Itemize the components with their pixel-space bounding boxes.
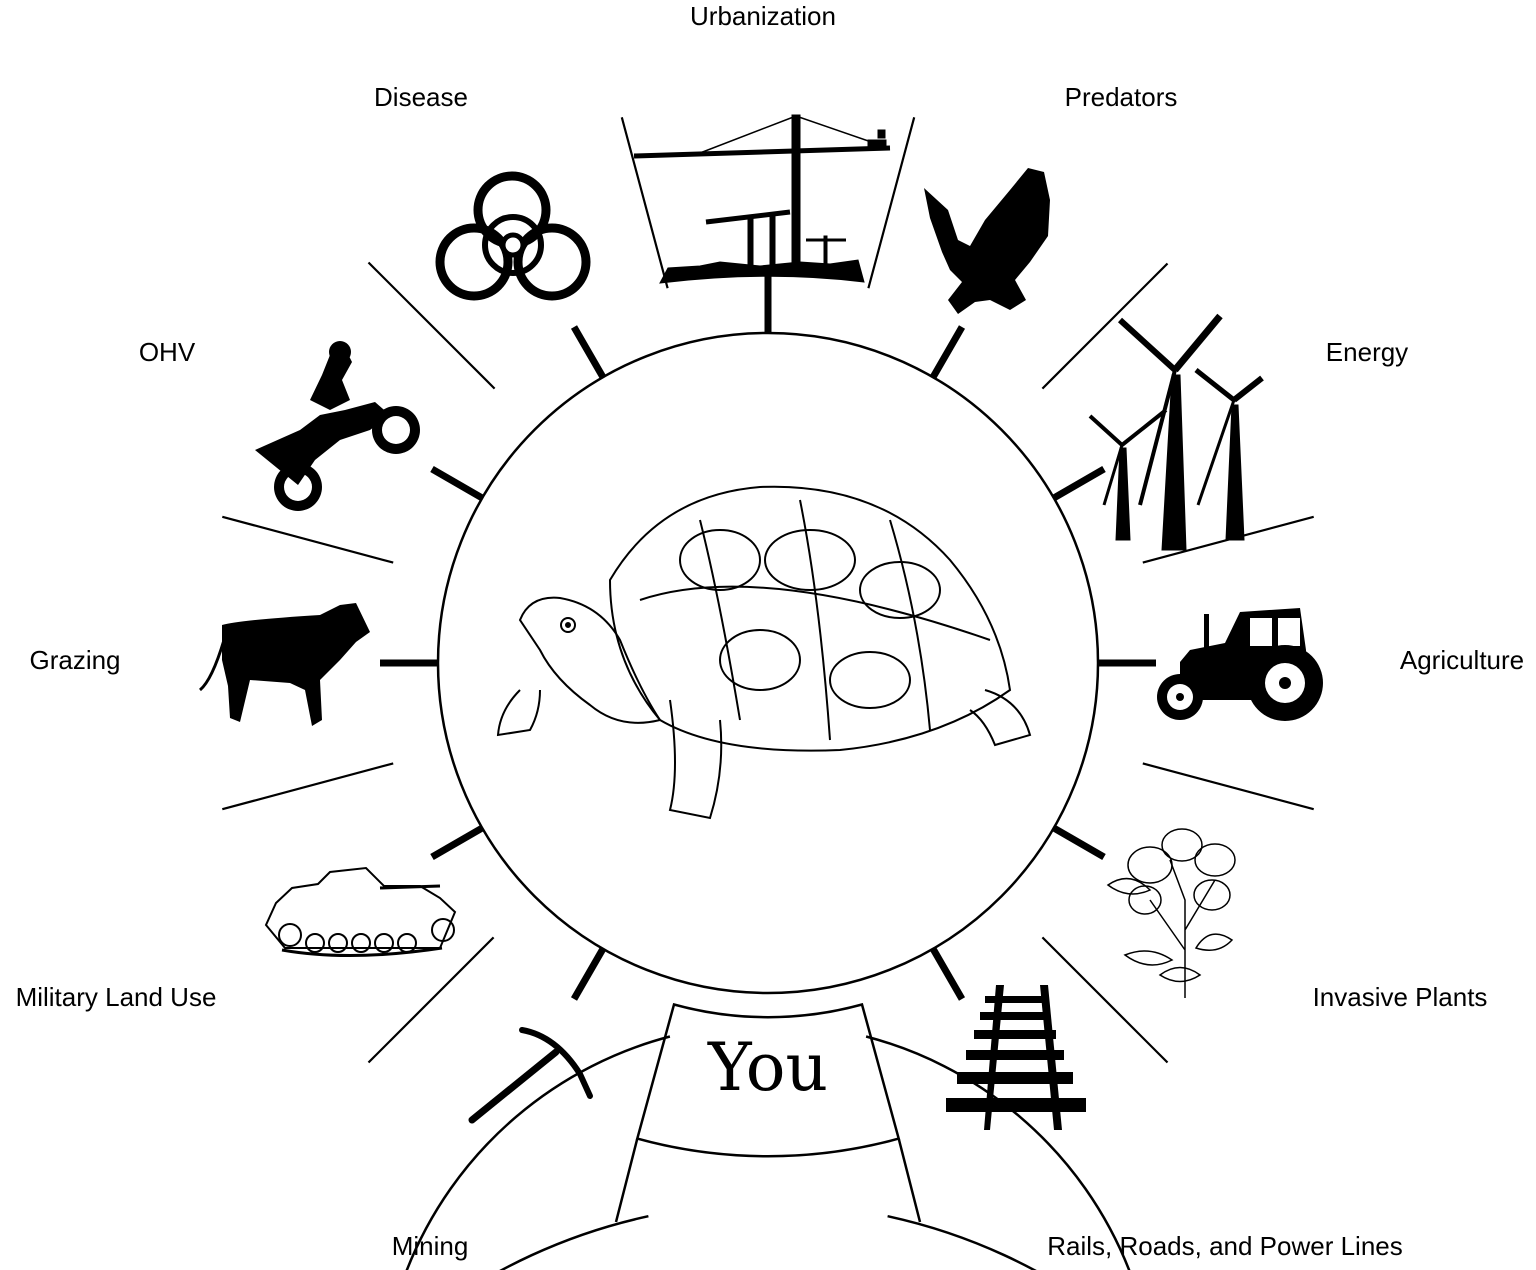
dirt-bike-icon — [255, 341, 420, 511]
you-label: You — [707, 1029, 829, 1106]
label-rails-roads-power-lines: Rails, Roads, and Power Lines — [1047, 1231, 1403, 1261]
label-energy: Energy — [1325, 337, 1409, 367]
cow-icon — [198, 603, 370, 726]
eagle-icon — [924, 168, 1050, 314]
label-military-land-use: Military Land Use — [15, 982, 217, 1012]
label-urbanization: Urbanization — [690, 1, 836, 31]
you-tab-outline — [614, 1138, 922, 1223]
construction-crane-icon — [633, 114, 891, 284]
biohazard-icon — [435, 171, 591, 301]
label-ohv: OHV — [138, 337, 196, 367]
label-predators: Predators — [1064, 82, 1178, 112]
segment-dividers — [222, 117, 1314, 1064]
plant-icon — [1106, 828, 1236, 998]
segment-inner-edge — [405, 1035, 1131, 1270]
label-mining: Mining — [391, 1231, 469, 1261]
inner-ring — [436, 331, 1100, 995]
tank-icon — [264, 866, 457, 958]
label-agriculture: Agriculture — [1399, 645, 1525, 675]
railroad-tracks-icon — [946, 985, 1086, 1130]
tractor-icon — [1157, 608, 1323, 721]
ring-ticks — [380, 275, 1156, 1001]
label-invasive-plants: Invasive Plants — [1312, 982, 1488, 1012]
wind-turbine-icon — [1088, 313, 1264, 551]
label-disease: Disease — [374, 82, 468, 112]
label-grazing: Grazing — [29, 645, 121, 675]
tortoise-illustration — [496, 485, 1032, 820]
pickaxe-icon — [468, 1027, 593, 1124]
